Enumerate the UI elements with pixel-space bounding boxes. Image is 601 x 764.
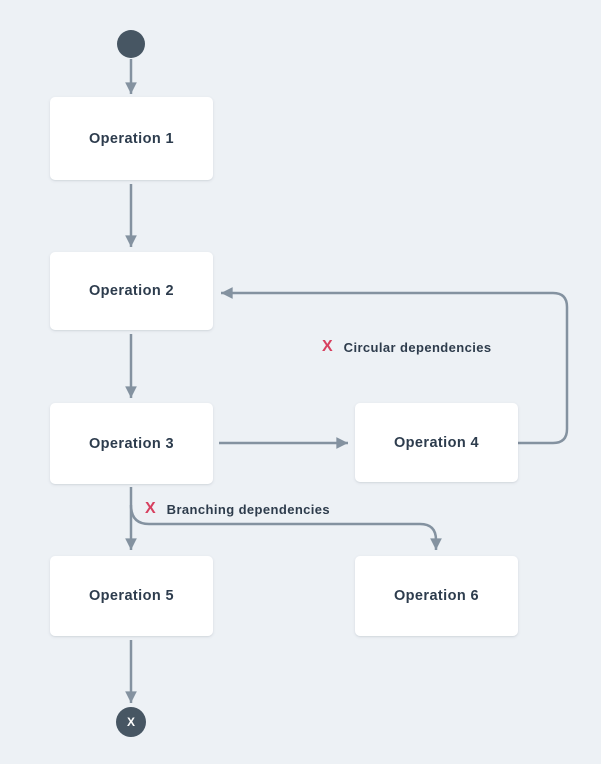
end-node-label: X	[126, 715, 135, 729]
node-operation-2: Operation 2	[50, 252, 213, 330]
edge-op3-branch-to-op6	[129, 504, 442, 550]
node-label: Operation 1	[89, 130, 174, 147]
annotation-label: Circular dependencies	[343, 339, 492, 355]
annotation-circular-dependencies: X Circular dependencies	[322, 339, 492, 355]
annotation-branching-dependencies: X Branching dependencies	[145, 501, 330, 517]
node-label: Operation 3	[89, 435, 174, 452]
node-operation-1: Operation 1	[50, 97, 213, 180]
node-operation-6: Operation 6	[355, 556, 518, 636]
node-operation-4: Operation 4	[355, 403, 518, 482]
error-x-icon: X	[322, 338, 333, 355]
node-label: Operation 5	[89, 588, 174, 604]
node-operation-3: Operation 3	[50, 403, 213, 484]
node-operation-5: Operation 5	[50, 556, 213, 636]
node-label: Operation 2	[89, 283, 174, 299]
error-x-icon: X	[145, 500, 156, 517]
start-node	[117, 30, 145, 58]
edge-op4-loop-to-op2	[221, 287, 569, 445]
end-node: X	[116, 707, 146, 737]
node-label: Operation 4	[394, 434, 479, 451]
node-label: Operation 6	[394, 588, 479, 604]
annotation-label: Branching dependencies	[166, 501, 331, 517]
